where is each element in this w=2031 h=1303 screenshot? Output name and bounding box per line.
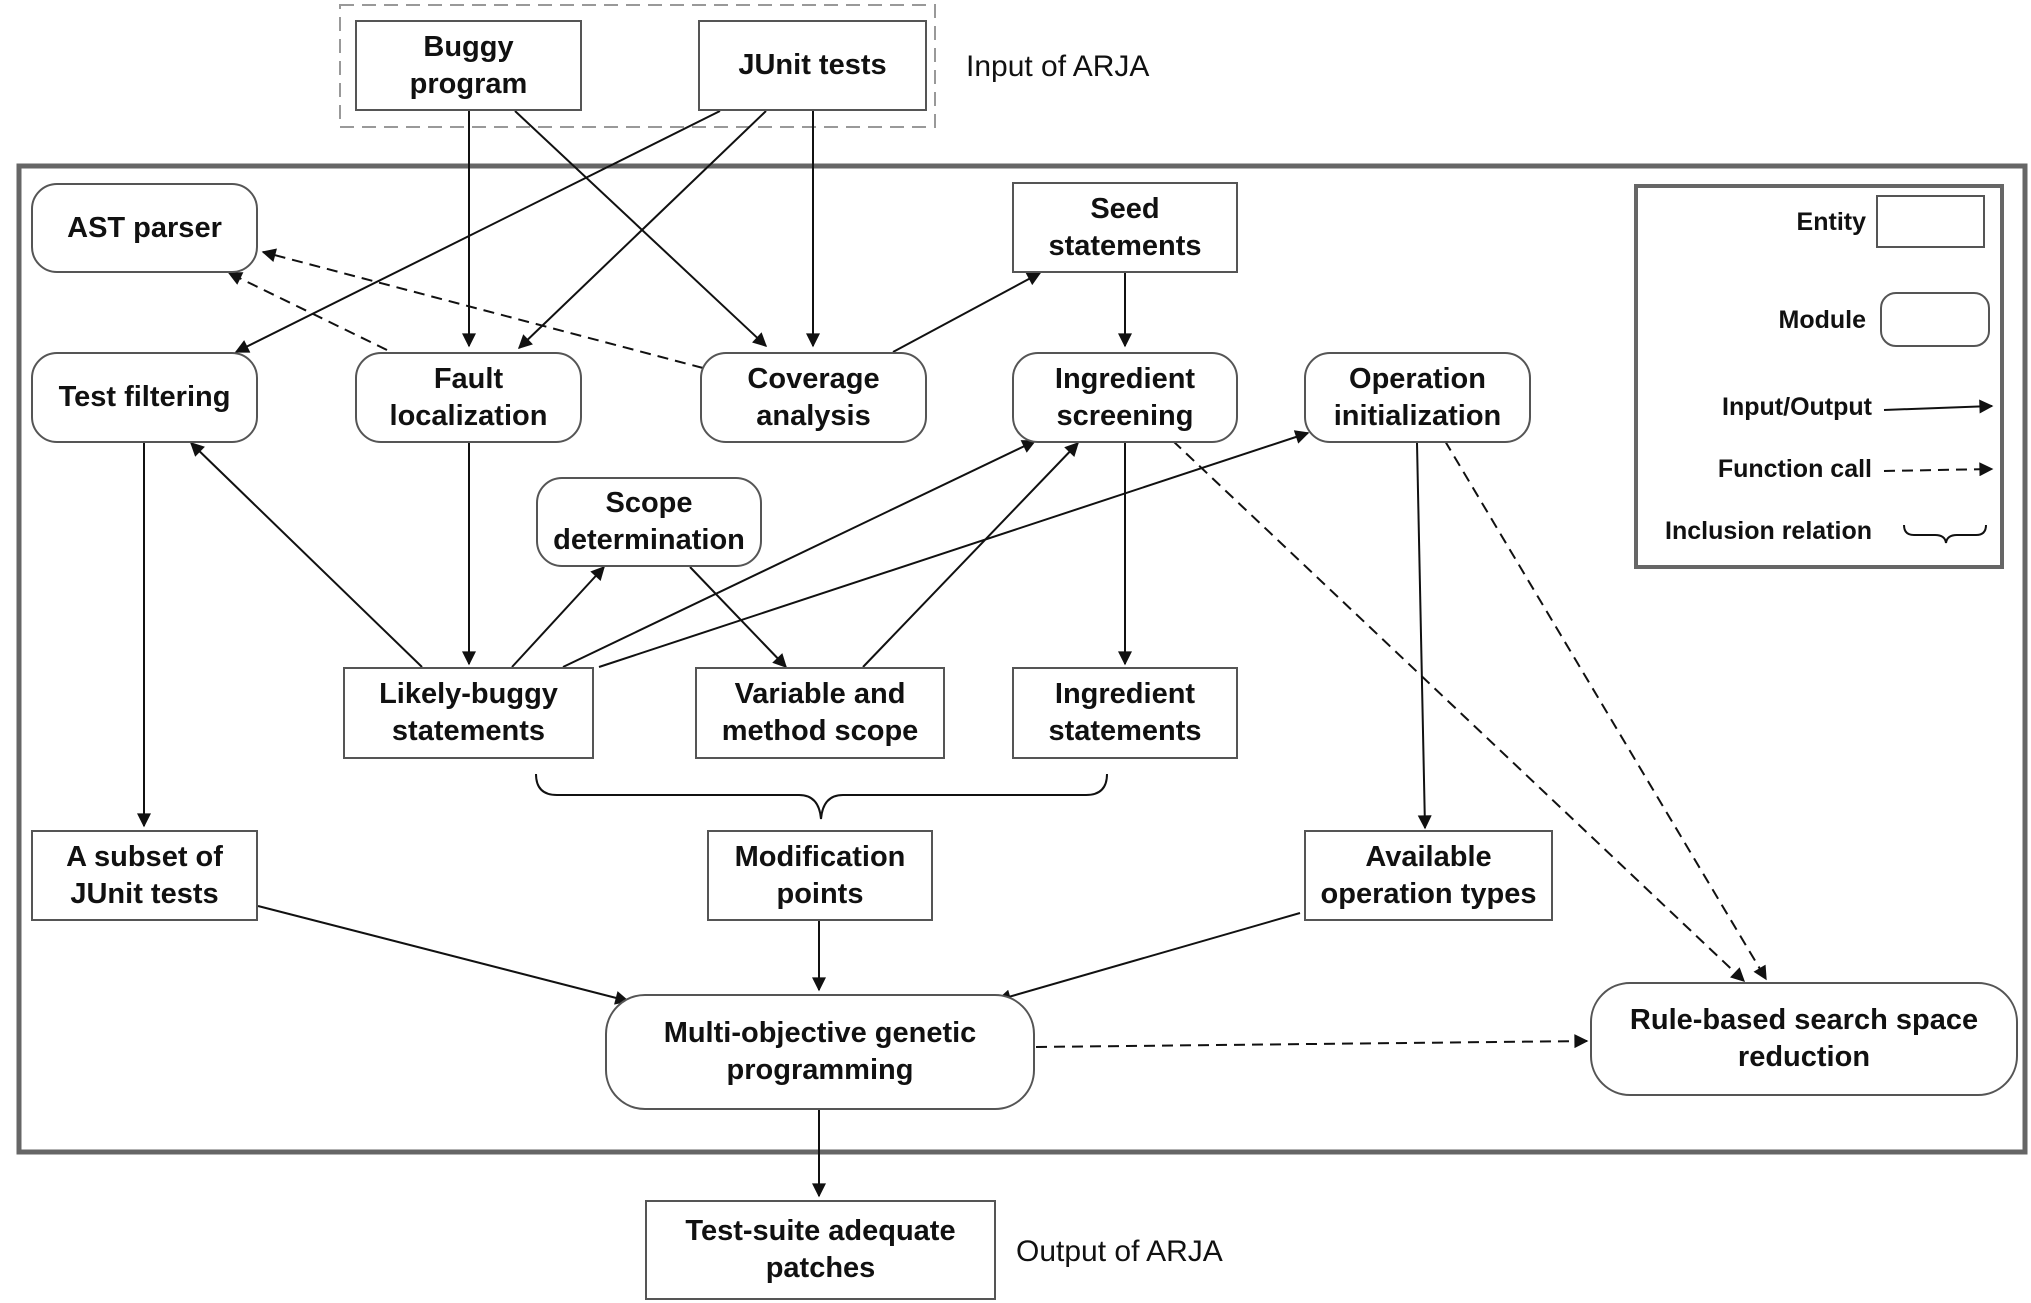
buggy-program-entity: Buggy program bbox=[355, 20, 582, 111]
fault-localization-module: Fault localization bbox=[355, 352, 582, 443]
mogp-module: Multi-objective genetic programming bbox=[605, 994, 1035, 1110]
variable-method-scope-entity: Variable and method scope bbox=[695, 667, 945, 759]
seed-statements-entity: Seed statements bbox=[1012, 182, 1238, 273]
edge-buggy-to-coverage bbox=[514, 110, 768, 347]
edge-junit-to-testfilter bbox=[234, 110, 721, 353]
edge-coverage-calls-ast bbox=[261, 248, 704, 369]
edge-scope-to-variable bbox=[689, 566, 787, 669]
ingredient-statements-entity: Ingredient statements bbox=[1012, 667, 1238, 759]
test-filtering-module: Test filtering bbox=[31, 352, 258, 443]
modification-points-entity: Modification points bbox=[707, 830, 933, 921]
legend-input-output-arrow bbox=[1883, 399, 1994, 414]
arja-frame bbox=[16, 163, 2028, 1155]
legend-inclusion-label: Inclusion relation bbox=[1665, 517, 1872, 545]
output-caption: Output of ARJA bbox=[1016, 1235, 1223, 1268]
edge-likely-to-screening bbox=[562, 440, 1037, 668]
edge-variable-to-screening bbox=[862, 441, 1079, 668]
legend-inclusion-brace bbox=[1903, 524, 1987, 544]
edge-screening-calls-rule bbox=[1172, 440, 1746, 982]
input-frame bbox=[339, 4, 936, 128]
operation-initialization-module: Operation initialization bbox=[1304, 352, 1531, 443]
edge-likely-to-scope bbox=[511, 565, 605, 668]
legend-frame bbox=[1634, 184, 2004, 569]
edge-operation-calls-rule bbox=[1444, 440, 1767, 981]
legend-function-call-arrow bbox=[1883, 462, 1994, 477]
edge-likely-to-testfilter bbox=[189, 442, 423, 668]
edge-coverage-to-seed bbox=[892, 272, 1042, 353]
edge-likely-to-operation bbox=[598, 430, 1310, 668]
scope-determination-module: Scope determination bbox=[536, 477, 762, 567]
legend-function-call-label: Function call bbox=[1717, 455, 1872, 483]
available-operation-types-entity: Available operation types bbox=[1304, 830, 1553, 921]
ast-parser-module: AST parser bbox=[31, 183, 258, 273]
input-caption: Input of ARJA bbox=[966, 50, 1150, 83]
legend-module-sample bbox=[1880, 292, 1990, 347]
junit-tests-entity: JUnit tests bbox=[698, 20, 927, 111]
ingredient-screening-module: Ingredient screening bbox=[1012, 352, 1238, 443]
edge-junit-to-fault bbox=[517, 110, 767, 349]
edge-operation-to-available bbox=[1416, 442, 1432, 830]
edge-mogp-calls-rule bbox=[1035, 1034, 1589, 1049]
edge-fault-calls-ast bbox=[227, 272, 388, 351]
inclusion-brace bbox=[535, 773, 1108, 820]
edge-available-to-mogp bbox=[996, 912, 1301, 1004]
legend-entity-label: Entity bbox=[1796, 208, 1866, 236]
subset-junit-tests-entity: A subset of JUnit tests bbox=[31, 830, 258, 921]
likely-buggy-statements-entity: Likely-buggy statements bbox=[343, 667, 594, 759]
legend-entity-sample bbox=[1876, 195, 1985, 248]
legend-input-output-label: Input/Output bbox=[1722, 393, 1872, 421]
legend-module-label: Module bbox=[1778, 306, 1867, 334]
edge-subset-to-mogp bbox=[257, 905, 630, 1005]
patches-entity: Test-suite adequate patches bbox=[645, 1200, 996, 1300]
coverage-analysis-module: Coverage analysis bbox=[700, 352, 927, 443]
rule-based-reduction-module: Rule-based search space reduction bbox=[1590, 982, 2018, 1096]
